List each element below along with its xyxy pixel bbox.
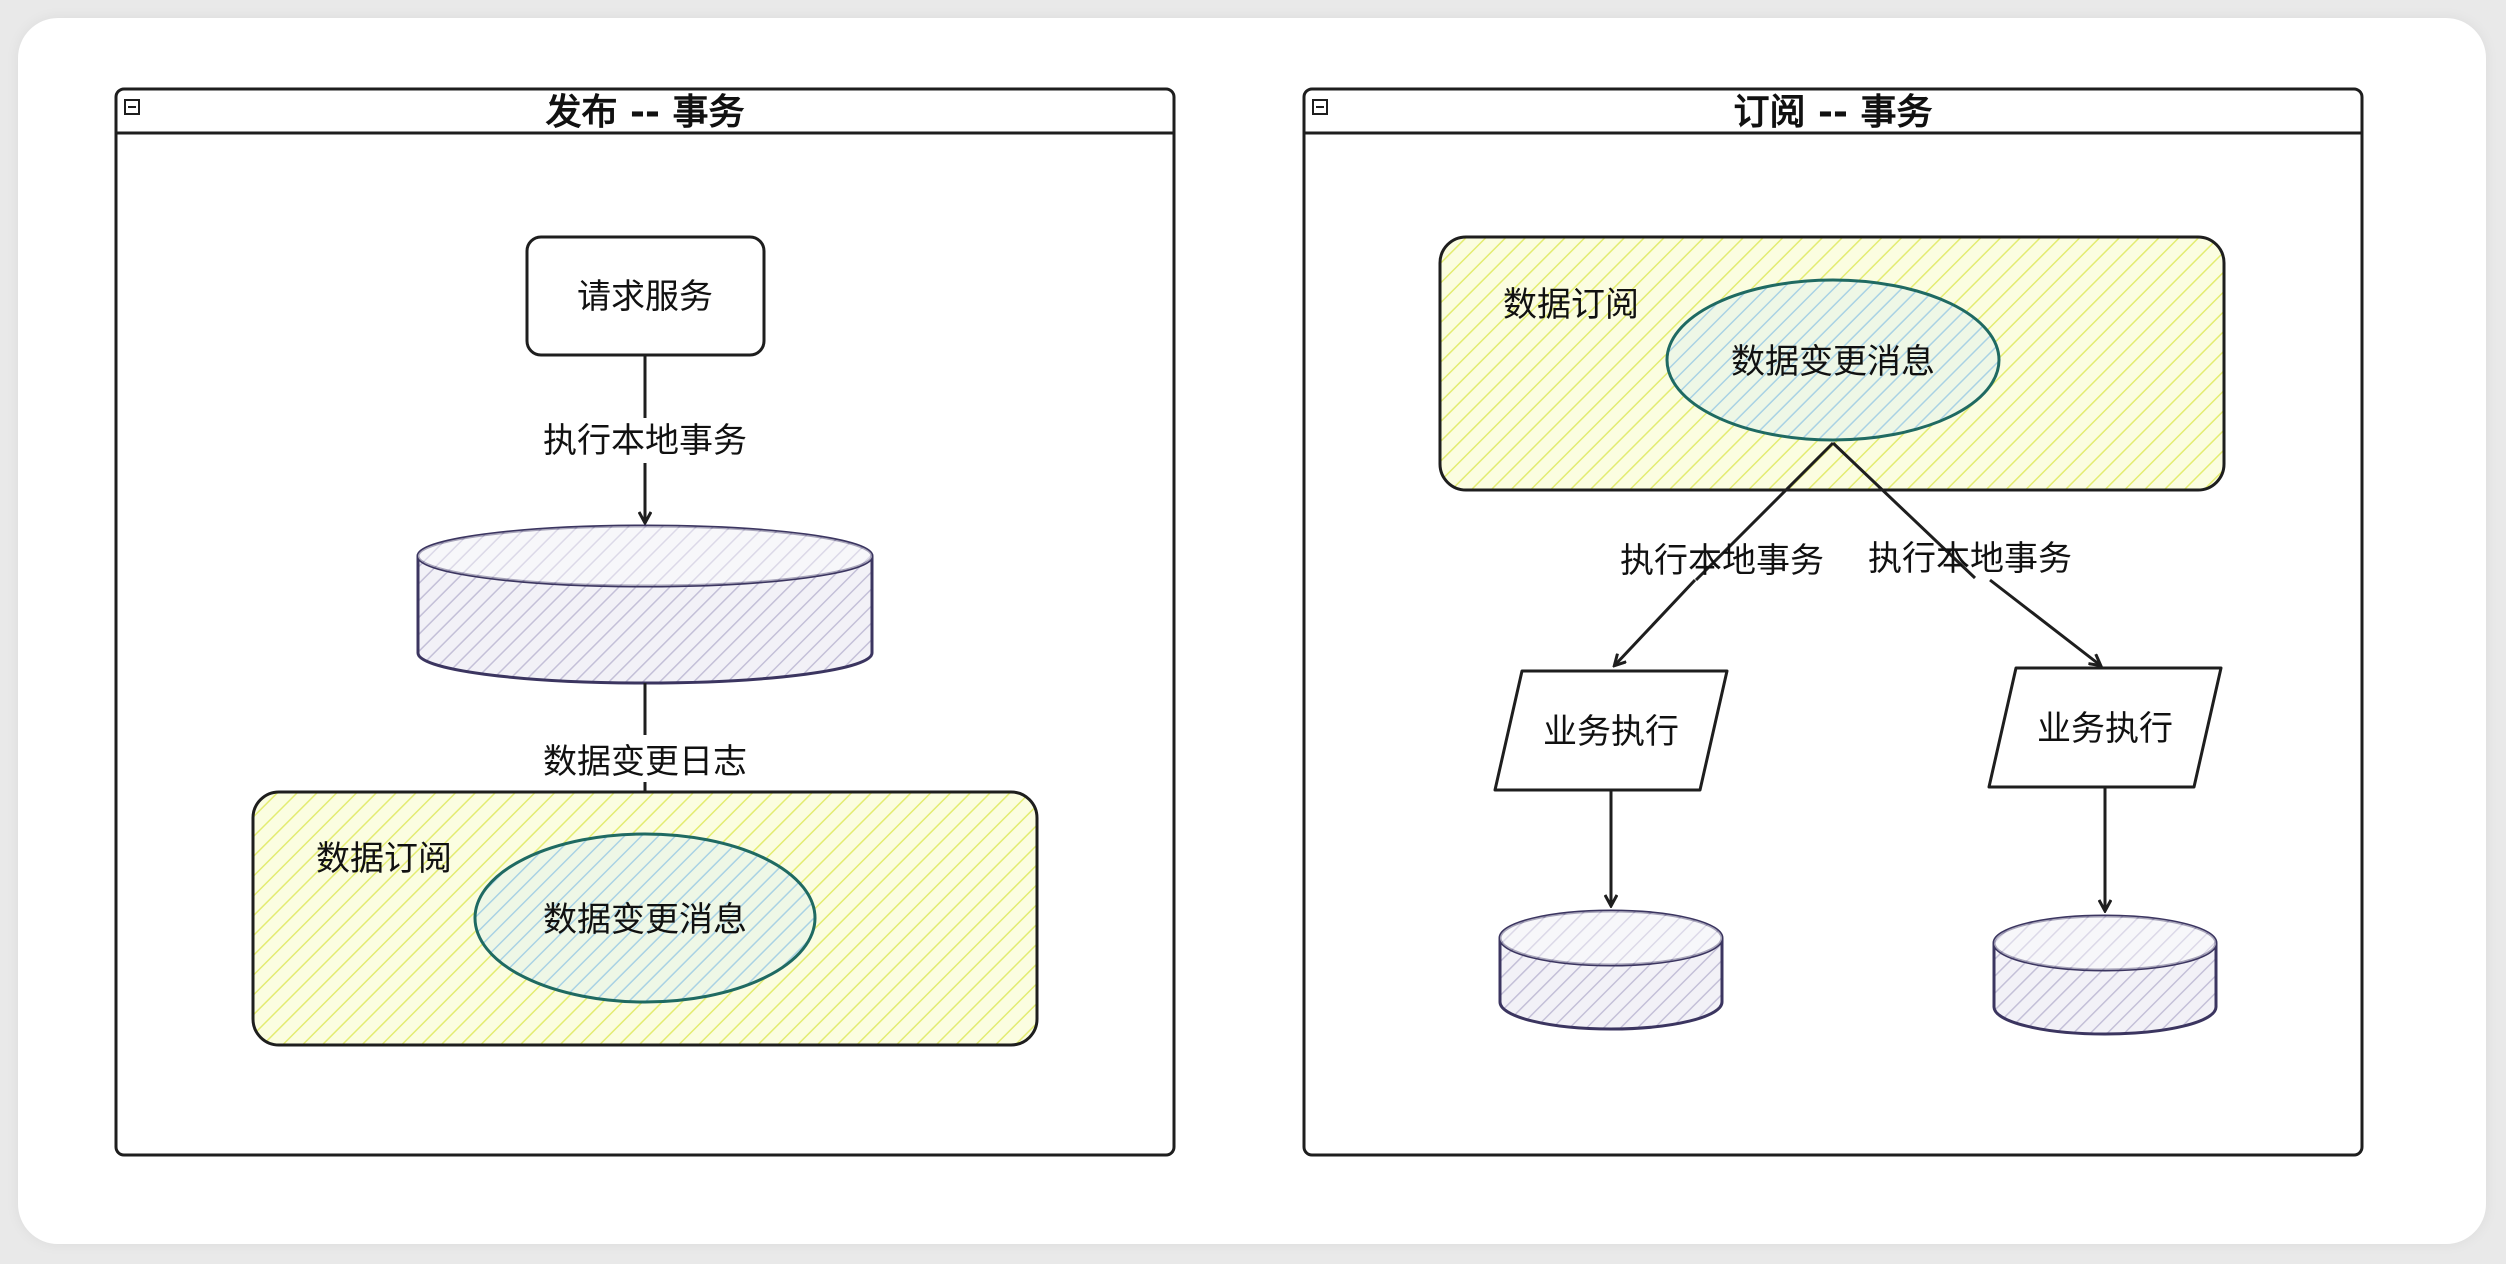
right-change-message-node[interactable]: 数据变更消息 <box>1665 278 2001 442</box>
right-panel-collapse-icon[interactable] <box>1312 99 1328 115</box>
right-subscription-group-label: 数据订阅 <box>1503 285 1639 325</box>
edge-left-local-tx-line-top <box>1694 441 1835 582</box>
database-right-icon[interactable] <box>1992 914 2218 1036</box>
edge-right-local-tx-arrow <box>1989 578 2100 665</box>
edge-left-local-tx-label: 执行本地事务 <box>1620 541 1824 581</box>
left-change-message-node[interactable]: 数据变更消息 <box>473 832 817 1004</box>
database-icon[interactable] <box>416 524 874 685</box>
database-left-icon[interactable] <box>1498 909 1724 1031</box>
left-panel: 发布 -- 事务 请求服务 执行本地事务 数据变更日志 数据订阅 数据变更消息 <box>114 87 1176 1157</box>
business-right-node[interactable]: 业务执行 <box>1987 666 2223 789</box>
right-panel: 订阅 -- 事务 数据订阅 数据变更消息 执行本地事务 执行本地事务 业务执行 … <box>1302 87 2364 1157</box>
left-panel-title: 发布 -- 事务 <box>546 92 745 133</box>
edge-right-local-tx-line-top <box>1831 441 1977 580</box>
left-change-message-label: 数据变更消息 <box>543 900 747 940</box>
business-right-label: 业务执行 <box>2037 709 2173 749</box>
request-service-node[interactable]: 请求服务 <box>525 235 766 357</box>
right-panel-title: 订阅 -- 事务 <box>1734 92 1933 133</box>
edge-left-local-tx-arrow <box>1615 578 1697 665</box>
business-left-label: 业务执行 <box>1543 712 1679 752</box>
left-panel-collapse-icon[interactable] <box>124 99 140 115</box>
left-subscription-group-label: 数据订阅 <box>316 839 452 879</box>
edge-change-log-label: 数据变更日志 <box>543 742 747 782</box>
edge-local-tx-label: 执行本地事务 <box>543 421 747 461</box>
edge-right-local-tx-label: 执行本地事务 <box>1868 539 2072 579</box>
request-service-label: 请求服务 <box>577 277 713 317</box>
business-left-node[interactable]: 业务执行 <box>1493 669 1729 792</box>
right-change-message-label: 数据变更消息 <box>1731 342 1935 382</box>
